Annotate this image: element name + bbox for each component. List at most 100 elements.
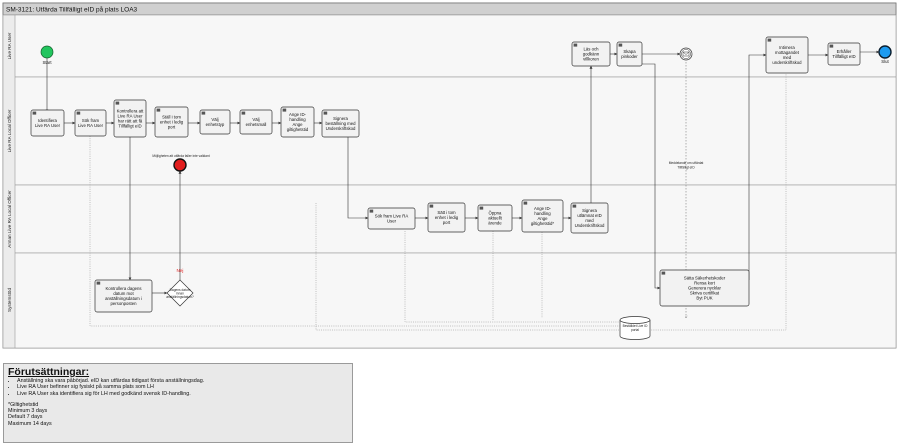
error-event	[173, 158, 187, 172]
user-task-icon	[618, 43, 623, 47]
task-label-line: Sätt i tom	[437, 210, 456, 215]
datastore-top	[619, 316, 651, 324]
user-task-icon	[156, 108, 161, 112]
task-label-line: har rätt att få	[118, 118, 143, 123]
task-box	[477, 204, 513, 232]
task-box	[280, 106, 315, 138]
gateway-line-2: innan	[176, 292, 184, 296]
start-label: Start	[42, 60, 52, 65]
task-box	[74, 109, 107, 137]
task-label-line: Skriva certifikat	[690, 290, 720, 295]
task-box	[199, 109, 231, 135]
validity-title: *Giltighetstid	[8, 401, 39, 408]
task-box	[30, 109, 65, 137]
gateway-no-label: Nej	[177, 268, 184, 273]
task-label-line: Sätta Säkerhetskoder	[684, 276, 726, 281]
lane-1	[2, 14, 897, 78]
task-label-line: handling	[534, 211, 551, 216]
user-task-icon	[369, 209, 374, 213]
task-label-line: Sök fram	[82, 118, 100, 123]
task-box	[239, 109, 273, 135]
task-box	[427, 202, 466, 233]
task-label-line: personposten	[110, 301, 137, 306]
datastore-body	[619, 320, 651, 340]
task-label-line: ärende	[488, 220, 502, 225]
preconditions-title: Förutsättningar:	[8, 366, 90, 378]
task-label-line: enhet i ledig	[160, 120, 184, 125]
task-label-line: Ange ID-	[534, 206, 552, 211]
user-task-icon	[96, 281, 101, 285]
message-event	[679, 47, 693, 61]
pool-title: SM-3121: Utfärda Tillfälligt eID på plat…	[6, 6, 138, 14]
task-box	[616, 41, 643, 67]
preconditions-panel: Förutsättningar: Anställning ska vara på…	[3, 363, 353, 443]
datastore-line-1: Beställdet Live ID	[623, 324, 649, 328]
task-label-line: enhetstyp	[206, 122, 225, 127]
task-label-line: Live RA User	[117, 114, 143, 119]
task-label-line: beställning med	[325, 121, 356, 126]
task-label-line: utlämnat eID	[577, 213, 601, 218]
user-task-icon	[479, 206, 484, 210]
task-label-line: giltighetstid	[287, 127, 309, 132]
precondition-item: Live RA User befinner sig fysiskt på sam…	[17, 384, 348, 390]
task-label-line: enhet i ledig	[435, 215, 459, 220]
gateway-line-1: Dagens datum	[170, 288, 191, 292]
assoc-t2	[89, 136, 620, 327]
user-task-icon	[201, 111, 206, 115]
task-label-line: Ange	[537, 216, 548, 221]
task-label-line: giltighetstid*	[531, 221, 554, 226]
task-label-line: Live RA User	[78, 123, 104, 128]
task-label-line: Identifiera	[38, 118, 57, 123]
validity-min: Minimum 3 days	[8, 408, 48, 415]
task-label-line: User	[387, 218, 397, 223]
task-label-line: enhetsmall	[246, 122, 267, 127]
precondition-item: Live RA User ska identifiera sig för LH …	[17, 391, 348, 397]
assoc-t8-down	[315, 203, 620, 331]
task-box	[154, 106, 189, 138]
task-label-line: Generera nycklar	[688, 286, 722, 291]
task-label-line: port	[443, 220, 451, 225]
task-box	[765, 36, 809, 74]
user-task-icon	[323, 111, 328, 115]
envelope-flap	[682, 51, 690, 55]
task-label-line: pinkoder	[621, 54, 638, 59]
task-label-line: godkänn	[583, 52, 600, 57]
datastore: Beställdet Live ID portal	[619, 316, 651, 340]
task-box	[94, 279, 153, 313]
user-task-icon	[32, 111, 37, 115]
task-label-line: Välj	[252, 117, 259, 122]
lane-label-1: Live RA User	[7, 32, 12, 59]
user-task-icon	[829, 44, 834, 48]
user-task-icon	[523, 201, 528, 205]
lane-label-4: Systemstöd	[7, 288, 12, 312]
task-label-line: aktuellt	[488, 216, 502, 221]
user-task-icon	[115, 101, 120, 105]
task-label-line: Kontrollera dagens	[105, 286, 141, 291]
user-task-icon	[572, 204, 577, 208]
task-label-line: Underskriftskod	[575, 223, 605, 228]
validity-default: Default 7 days	[8, 414, 43, 421]
end-event	[878, 45, 892, 59]
sequence-flows	[45, 50, 880, 295]
task-label-line: Ange ID-	[289, 112, 307, 117]
gateway-diamond	[166, 279, 194, 307]
task-label-line: Intimera	[779, 45, 795, 50]
task-label-line: Tillfälligt eID	[118, 123, 141, 128]
task-label-line: Kontrollera att	[117, 109, 145, 114]
message-event-inner	[681, 49, 691, 59]
envelope-icon	[682, 51, 690, 57]
lane-label-3: Annan Live RA Local Officer	[7, 190, 12, 248]
assoc-t11	[404, 231, 620, 323]
task-label-line: Underskriftskod	[326, 126, 356, 131]
